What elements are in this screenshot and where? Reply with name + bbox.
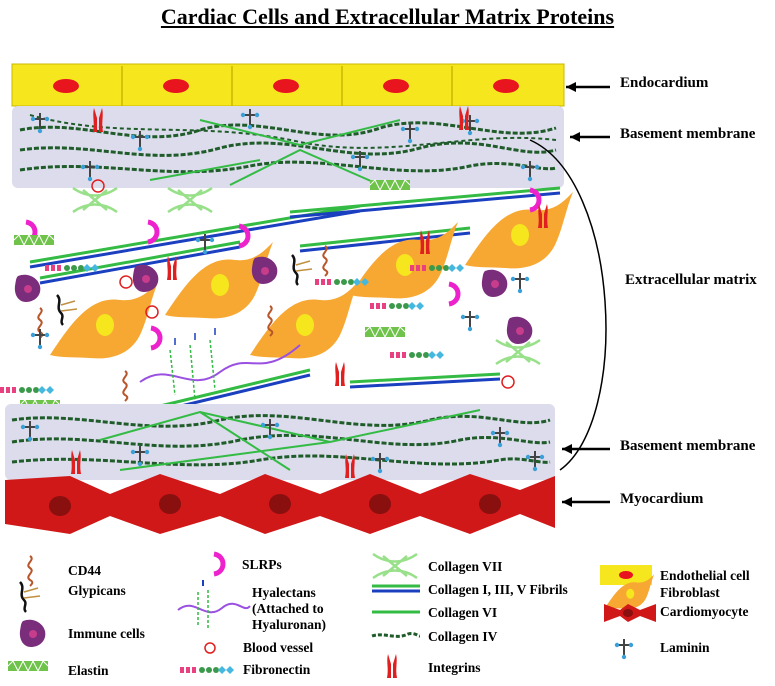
endothelial-legend-icon	[600, 565, 652, 585]
cardiomyocyte-legend-icon	[604, 604, 656, 622]
label-endocardium: Endocardium	[620, 75, 709, 91]
legend-collagen-fibrils: Collagen I, III, V Fibrils	[428, 582, 568, 597]
legend-laminin: Laminin	[660, 640, 710, 655]
legend-fibronectin: Fibronectin	[243, 662, 311, 677]
legend-collagen-iv: Collagen IV	[428, 629, 498, 644]
legend-hyalectans: Hyalectans	[252, 585, 316, 600]
legend-fibroblast: Fibroblast	[660, 585, 720, 600]
legend-cardiomyocyte: Cardiomyocyte	[660, 604, 749, 619]
label-myocardium: Myocardium	[620, 491, 704, 507]
endocardium-layer	[11, 63, 565, 107]
legend-hyalectans-line2: (Attached to	[252, 601, 324, 616]
hyalectan-cluster	[139, 328, 301, 401]
legend-elastin: Elastin	[68, 663, 109, 678]
legend-endothelial-cell: Endothelial cell	[660, 568, 750, 583]
collagen-fibril-legend-icon	[372, 584, 420, 593]
legend-collagen-vii: Collagen VII	[428, 559, 503, 574]
extracellular-matrix-layer	[0, 179, 573, 413]
legend-hyalectans-line3: Hyaluronan)	[252, 617, 327, 632]
legend-integrins: Integrins	[428, 660, 481, 675]
legend-icons	[7, 554, 656, 678]
basement-membrane-top	[12, 106, 564, 188]
basement-membrane-bottom	[5, 404, 555, 480]
label-basement-membrane-bottom: Basement membrane	[620, 438, 756, 454]
legend-immune-cells: Immune cells	[68, 626, 145, 641]
hyalectan-legend-icon	[177, 580, 251, 628]
label-basement-membrane-top: Basement membrane	[620, 126, 756, 142]
legend-cd44: CD44	[68, 563, 101, 578]
legend-blood-vessel: Blood vessel	[243, 640, 314, 655]
layer-pointers	[529, 82, 610, 507]
legend-glypicans: Glypicans	[68, 583, 126, 598]
diagram-title: Cardiac Cells and Extracellular Matrix P…	[160, 4, 615, 29]
myocardium-layer	[5, 474, 555, 534]
collagen-iv-legend-icon	[371, 631, 421, 638]
label-extracellular-matrix: Extracellular matrix	[625, 272, 757, 288]
collagen-fibril-bundles	[29, 186, 561, 413]
legend-slrps: SLRPs	[242, 557, 282, 572]
legend-collagen-vi: Collagen VI	[428, 605, 498, 620]
